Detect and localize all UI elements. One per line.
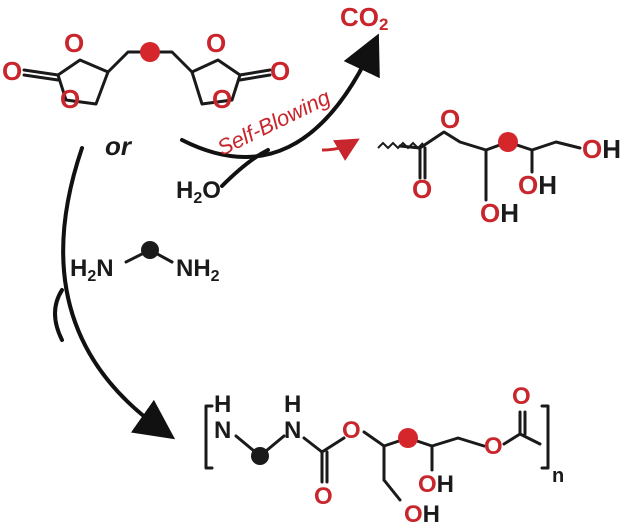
black-dot-core [251,447,269,465]
urethane-oxygen-label: O [342,417,361,444]
hydroxyl-label: OH [480,198,519,228]
ring-oxygen-label: O [60,84,80,114]
red-dot-core [398,428,418,448]
polyhydroxyurethane: n N H N H O O OH OH O O [204,383,564,528]
amine-arrow [53,288,64,342]
hydroxyl-label: OH [582,134,621,164]
red-dot-core [498,132,518,152]
ring-oxygen-label: O [206,28,226,58]
co2-label: CO2 [340,2,388,34]
water-arrow [220,148,270,188]
repeat-n-label: n [552,465,564,487]
ester-oxygen-label: O [440,104,460,134]
nh-right-label: N [284,417,301,444]
black-dot-core [141,241,159,259]
carbonyl-oxygen-label: O [2,56,22,86]
or-label: or [105,131,133,161]
self-blowing-arrow [321,138,360,161]
carbonyl-oxygen-label: O [412,174,432,204]
carbonyl-oxygen-label: O [270,56,290,86]
ester-carbonyl-label: O [512,383,531,410]
amine-left-label: H2N [70,255,114,285]
hydrolysis-product: O O OH OH OH [377,104,621,228]
nh-left-h: H [214,391,231,418]
water-label: H2O [176,177,221,207]
nh-right-h: H [284,391,301,418]
nh-left-label: N [214,417,231,444]
red-dot-core [140,42,160,62]
hydroxyl-label: OH [518,170,557,200]
diamine: H2N NH2 [70,241,220,285]
arrow-to-co2 [180,33,380,159]
urethane-carbonyl-label: O [314,483,333,510]
arrow-to-polyurethane [61,146,176,440]
hydroxyl-label: OH [418,471,454,498]
ester-oxygen-label: O [484,433,503,460]
ring-oxygen-label: O [212,84,232,114]
amine-right-label: NH2 [176,255,220,285]
ring-oxygen-label: O [64,28,84,58]
hydroxyl-label: OH [404,501,440,528]
bis-cyclic-carbonate: O O O O O O [2,28,290,114]
